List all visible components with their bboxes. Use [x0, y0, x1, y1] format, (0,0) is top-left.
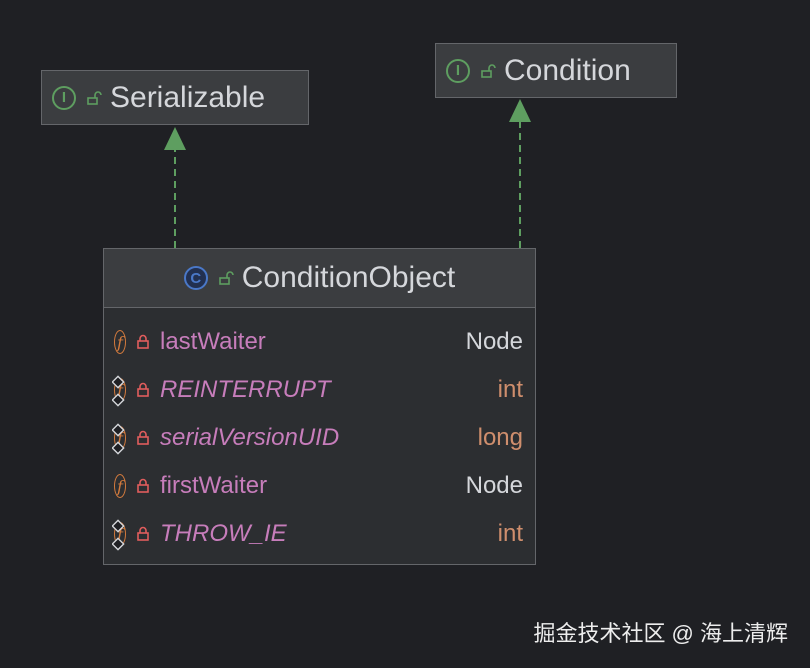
static-icon	[111, 422, 126, 461]
interface-name: Condition	[504, 53, 631, 87]
class-name: ConditionObject	[241, 261, 456, 294]
field-icon: f	[114, 330, 126, 354]
field-row[interactable]: f REINTERRUPT int	[104, 366, 535, 414]
field-icon: f	[114, 474, 126, 498]
field-type: Node	[465, 328, 523, 355]
field-name: serialVersionUID	[160, 424, 340, 451]
field-row[interactable]: f serialVersionUID long	[104, 414, 535, 462]
interface-node-condition[interactable]: I Condition	[435, 43, 677, 98]
unlocked-icon	[218, 270, 234, 286]
arrowhead-serializable	[164, 127, 186, 150]
lock-icon	[136, 430, 150, 446]
field-row[interactable]: f lastWaiter Node	[104, 318, 535, 366]
static-icon	[111, 518, 126, 557]
lock-icon	[136, 382, 150, 398]
class-icon: C	[183, 266, 208, 290]
interface-node-serializable[interactable]: I Serializable	[41, 70, 309, 125]
field-list: f lastWaiter Node f REINTERRUPT int	[104, 308, 535, 558]
arrowhead-condition	[509, 99, 531, 122]
static-icon	[111, 374, 126, 413]
field-type: Node	[465, 472, 523, 499]
lock-icon	[136, 334, 150, 350]
field-type: int	[497, 376, 523, 403]
field-name: THROW_IE	[160, 520, 287, 547]
field-row[interactable]: f THROW_IE int	[104, 510, 535, 558]
field-row[interactable]: f firstWaiter Node	[104, 462, 535, 510]
unlocked-icon	[86, 90, 102, 106]
watermark: 掘金技术社区 @ 海上清辉	[533, 621, 788, 646]
lock-icon	[136, 526, 150, 542]
field-name: lastWaiter	[160, 328, 266, 355]
interface-name: Serializable	[110, 80, 266, 114]
field-type: int	[497, 520, 523, 547]
lock-icon	[136, 478, 150, 494]
field-name: REINTERRUPT	[160, 376, 331, 403]
field-type: long	[477, 424, 523, 451]
field-name: firstWaiter	[160, 472, 268, 499]
interface-icon: I	[52, 85, 76, 110]
interface-icon: I	[446, 58, 470, 83]
class-header: C ConditionObject	[104, 249, 535, 308]
class-node-conditionobject[interactable]: C ConditionObject f lastWaiter Node f	[103, 248, 536, 565]
unlocked-icon	[480, 63, 496, 79]
